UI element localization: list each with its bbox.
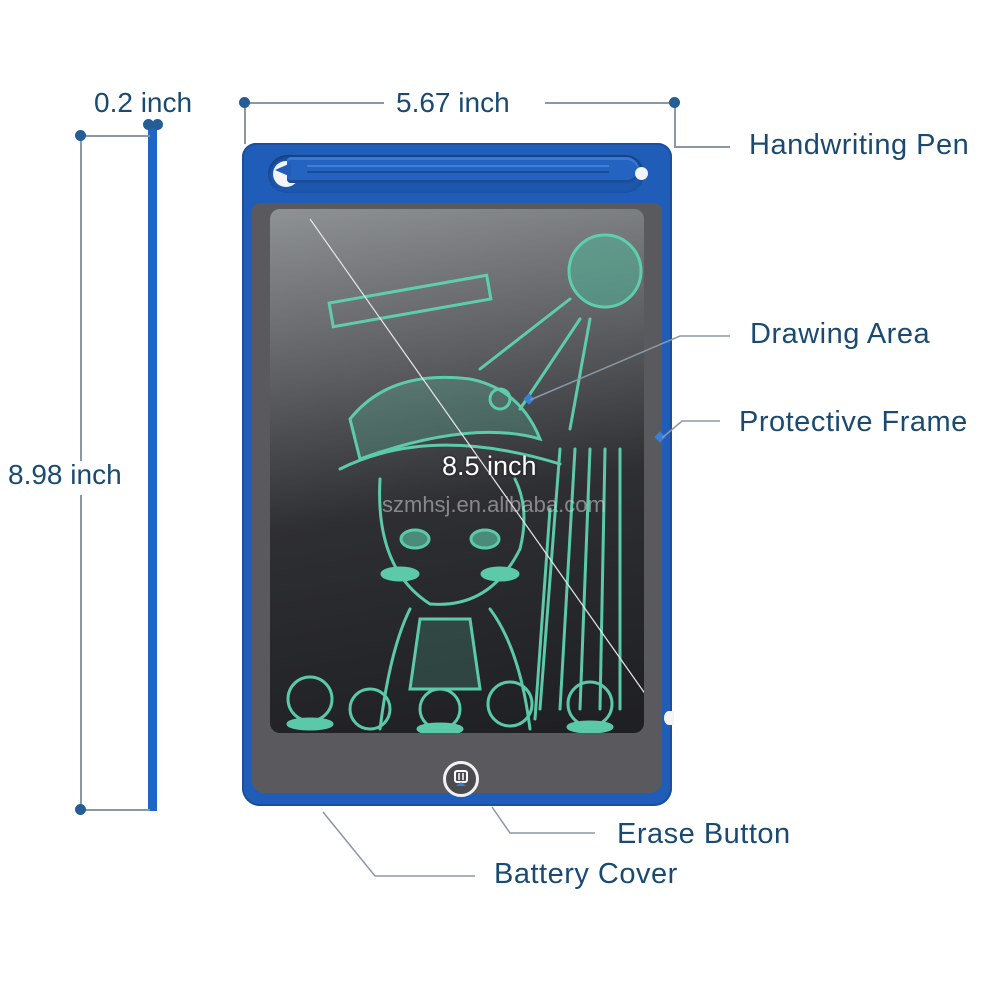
dimension-dot-icon [75, 804, 86, 815]
dimension-dot-icon [239, 97, 250, 108]
protective-frame-leader-line [661, 420, 720, 439]
protective-frame-label: Protective Frame [739, 406, 968, 438]
dimension-dot-icon [75, 130, 86, 141]
tablet-face: 8.5 inch szmhsj.en.alibaba.com [252, 203, 662, 797]
width-left-extension [244, 102, 246, 144]
erase-button[interactable] [443, 761, 479, 797]
watermark: szmhsj.en.alibaba.com [382, 492, 606, 517]
diagonal-end-marker [664, 711, 674, 725]
handwriting-pen[interactable] [287, 157, 639, 183]
height-label: 8.98 inch [4, 461, 126, 489]
height-dimension-line [80, 133, 82, 463]
width-dimension-line-left [244, 102, 384, 104]
drawing-illustration [286, 218, 644, 733]
handwriting-pen-label: Handwriting Pen [749, 129, 970, 161]
thickness-label: 0.2 inch [94, 87, 193, 118]
height-top-extension [80, 135, 150, 137]
tablet-side-profile [148, 127, 157, 811]
width-dimension-line-right [545, 102, 675, 104]
drawing-area-label: Drawing Area [750, 318, 931, 350]
erase-icon [454, 770, 468, 786]
dimension-dot-icon [152, 119, 163, 130]
width-label: 5.67 inch [396, 87, 510, 118]
dimension-dot-icon [143, 119, 154, 130]
battery-cover-leader-line [322, 811, 475, 877]
drawing-area-leader-line [530, 335, 730, 401]
erase-button-label: Erase Button [617, 818, 791, 850]
height-bottom-extension [80, 809, 150, 811]
dimension-dot-icon [669, 97, 680, 108]
lcd-writing-tablet: 8.5 inch szmhsj.en.alibaba.com [242, 143, 672, 806]
battery-cover-label: Battery Cover [494, 858, 678, 890]
width-right-extension [674, 102, 676, 146]
height-dimension-line-lower [80, 495, 82, 811]
pen-leader-line [674, 146, 730, 148]
drawing-area[interactable]: 8.5 inch szmhsj.en.alibaba.com [270, 209, 644, 733]
erase-button-leader-line [491, 806, 595, 834]
diagonal-label: 8.5 inch [442, 451, 537, 481]
pen-lanyard-hole [635, 167, 648, 180]
